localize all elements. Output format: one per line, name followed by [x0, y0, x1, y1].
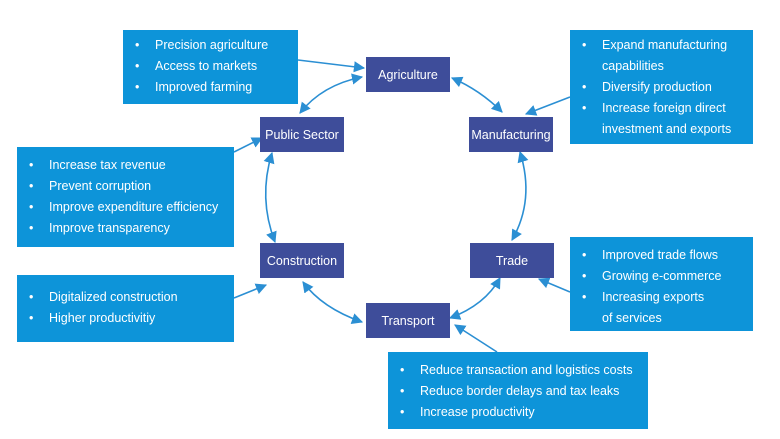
- manufacturing-bullet-continuation: capabilities: [602, 59, 664, 73]
- public-sector-bullet: Improve expenditure efficiency: [17, 197, 234, 218]
- node-manufacturing: Manufacturing: [469, 117, 553, 152]
- public-sector-bullet: Increase tax revenue: [17, 155, 234, 176]
- agriculture-bullet: Precision agriculture: [123, 35, 298, 56]
- trade-bullet: Growing e-commerce: [570, 266, 753, 287]
- arrow-box-agriculture: [297, 59, 366, 73]
- node-public-sector: Public Sector: [260, 117, 344, 152]
- manufacturing-bullet: Increase foreign direct: [570, 98, 753, 119]
- arrow-transport-construction: [302, 281, 364, 324]
- arrow-box-construction: [233, 283, 268, 299]
- arrow-box-trade: [537, 277, 571, 293]
- arrow-trade-transport: [448, 277, 501, 320]
- transport-bullet: Increase productivity: [388, 402, 648, 423]
- trade-bullet: Improved trade flows: [570, 245, 753, 266]
- arrow-construction-public-sector: [263, 151, 277, 244]
- transport-bullet: Reduce border delays and tax leaks: [388, 381, 648, 402]
- node-transport: Transport: [366, 303, 450, 338]
- box-transport: Reduce transaction and logistics costs R…: [388, 352, 648, 429]
- arrow-box-transport: [454, 324, 498, 353]
- arrow-manufacturing-trade: [511, 150, 529, 241]
- box-agriculture: Precision agriculture Access to markets …: [123, 30, 298, 104]
- manufacturing-bullet: Diversify production: [570, 77, 753, 98]
- node-agriculture: Agriculture: [366, 57, 450, 92]
- construction-bullet: Digitalized construction: [17, 287, 234, 308]
- box-public-sector: Increase tax revenue Prevent corruption …: [17, 147, 234, 247]
- node-construction: Construction: [260, 243, 344, 278]
- box-trade: Improved trade flows Growing e-commerce …: [570, 237, 753, 331]
- construction-bullet: Higher productivitiy: [17, 308, 234, 329]
- box-manufacturing: Expand manufacturing capabilities Divers…: [570, 30, 753, 144]
- arrow-agriculture-manufacturing: [450, 76, 503, 113]
- arrow-box-manufacturing: [524, 96, 571, 116]
- trade-bullet-continuation: of services: [602, 311, 662, 325]
- public-sector-bullet: Improve transparency: [17, 218, 234, 239]
- agriculture-bullet: Improved farming: [123, 77, 298, 98]
- arrow-public-sector-agriculture: [299, 73, 364, 114]
- transport-bullet: Reduce transaction and logistics costs: [388, 360, 648, 381]
- node-trade: Trade: [470, 243, 554, 278]
- agriculture-bullet: Access to markets: [123, 56, 298, 77]
- manufacturing-bullet: Expand manufacturing: [570, 35, 753, 56]
- box-construction: Digitalized construction Higher producti…: [17, 275, 234, 342]
- public-sector-bullet: Prevent corruption: [17, 176, 234, 197]
- manufacturing-bullet-continuation: investment and exports: [602, 122, 732, 136]
- arrow-box-public-sector: [233, 137, 264, 153]
- trade-bullet: Increasing exports: [570, 287, 753, 308]
